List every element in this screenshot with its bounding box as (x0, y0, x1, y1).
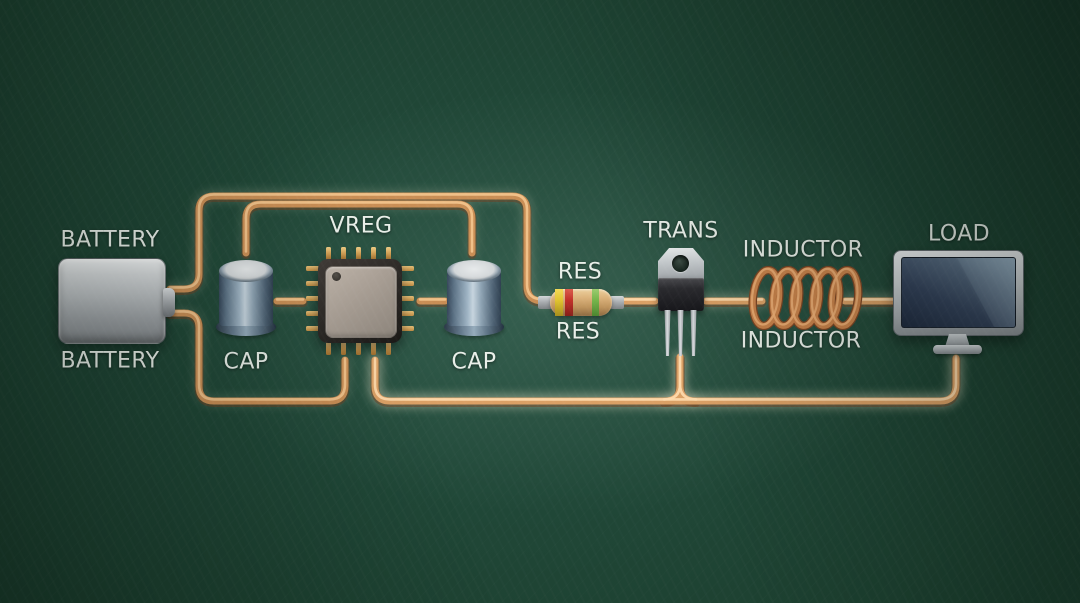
transistor-graphic (655, 246, 707, 358)
monitor-screen (901, 257, 1016, 328)
capacitor-top (447, 260, 501, 282)
trans-label: TRANS (643, 218, 719, 244)
inductor-label-top: INDUCTOR (742, 237, 864, 263)
chip-pin (356, 342, 361, 355)
chip-pin (401, 281, 414, 286)
inductor-coil-graphic (748, 265, 863, 331)
chip-pin (401, 266, 414, 271)
monitor-stand-neck (945, 334, 970, 347)
capacitor1-graphic (216, 260, 276, 350)
battery-label-top: BATTERY (60, 227, 160, 253)
chip-pin (371, 342, 376, 355)
chip-pin (326, 342, 331, 355)
chip-pin (306, 296, 319, 301)
chip-pin (326, 247, 331, 260)
transistor-leg (664, 310, 671, 356)
vreg-chip-graphic (305, 246, 415, 356)
resistor-band-red (565, 289, 573, 316)
chip-pin1-dot (332, 272, 341, 281)
resistor-lead-left (538, 296, 552, 309)
load-monitor-graphic (893, 250, 1025, 356)
transistor-mount-hole (672, 255, 689, 272)
monitor-stand-base (933, 345, 982, 354)
battery-label-bottom: BATTERY (60, 348, 160, 374)
capacitor-top (219, 260, 273, 282)
chip-pin (371, 247, 376, 260)
battery-graphic (58, 258, 166, 344)
resistor-body (550, 289, 612, 316)
chip-pin (341, 342, 346, 355)
resistor-band-green (592, 289, 599, 316)
chip-pin (356, 247, 361, 260)
cap1-label: CAP (223, 349, 269, 375)
res-label-top: RES (557, 259, 603, 285)
coil-loops-highlight (750, 267, 859, 326)
chip-pin (401, 326, 414, 331)
chip-pin (401, 311, 414, 316)
chip-pin (341, 247, 346, 260)
resistor-lead-right (610, 296, 624, 309)
chip-pin (386, 247, 391, 260)
chip-pin (306, 326, 319, 331)
transistor-leg (677, 310, 684, 356)
cap2-label: CAP (451, 349, 497, 375)
chip-pin (306, 266, 319, 271)
chip-pin (306, 281, 319, 286)
chip-pin (386, 342, 391, 355)
transistor-leg (690, 310, 697, 356)
chip-pin (401, 296, 414, 301)
load-label: LOAD (928, 221, 990, 247)
chip-pin (306, 311, 319, 316)
capacitor2-graphic (444, 260, 504, 350)
res-label-bottom: RES (555, 319, 601, 345)
battery-terminal (163, 288, 175, 317)
vreg-label: VREG (329, 213, 393, 239)
transistor-body (658, 278, 704, 311)
inductor-label-bottom: INDUCTOR (740, 328, 862, 354)
resistor-band-yellow (555, 289, 563, 316)
resistor-graphic (538, 288, 624, 318)
